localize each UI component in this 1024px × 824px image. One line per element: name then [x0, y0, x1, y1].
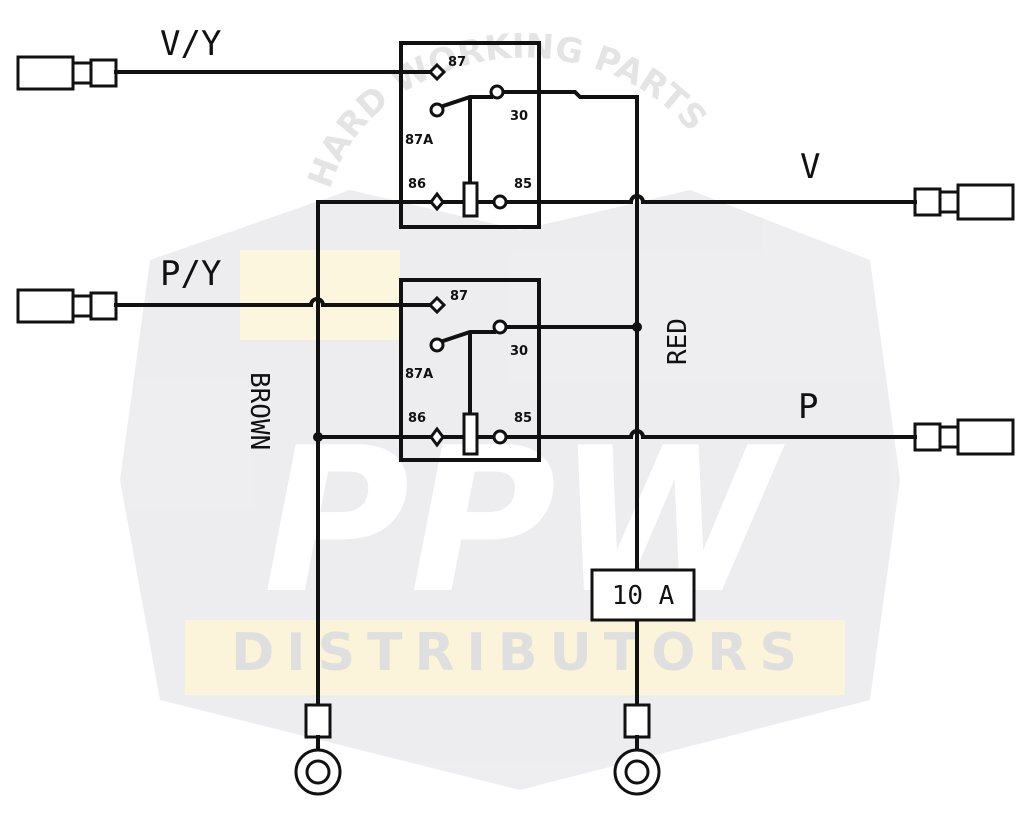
relay1-pin-87a: 87A: [405, 133, 433, 148]
wire-label-v: V: [800, 147, 820, 187]
relay2-pin-86: 86: [408, 411, 426, 426]
relay-1: 87 30 87A 86 85: [399, 41, 541, 229]
watermark-logo: PPW: [263, 405, 785, 638]
watermark-subtitle: DISTRIBUTORS: [231, 623, 809, 683]
watermark-arc-text: HARD WORKING PARTS: [300, 26, 714, 193]
wires: [114, 70, 917, 707]
wire-label-brown: BROWN: [244, 372, 274, 450]
relay1-pin-30: 30: [510, 109, 528, 124]
relay1-pin-86: 86: [408, 177, 426, 192]
watermark: DISTRIBUTORS PPW HARD WORKING PARTS: [120, 26, 900, 790]
relay2-pin-30: 30: [510, 344, 528, 359]
ground-terminal-brown: [294, 703, 342, 796]
wire-label-p: P: [798, 387, 818, 427]
connector-p: [913, 418, 1015, 456]
connector-py: [16, 288, 118, 324]
wire-label-py: P/Y: [160, 254, 221, 294]
connector-vy: [16, 55, 118, 91]
wire-label-red: RED: [663, 318, 693, 365]
relay2-pin-87a: 87A: [405, 367, 433, 382]
relay1-pin-87: 87: [448, 55, 466, 70]
wire-label-vy: V/Y: [160, 24, 221, 64]
fuse-10a: 10 A: [590, 568, 696, 622]
relay1-pin-85: 85: [514, 177, 532, 192]
relay2-pin-85: 85: [514, 411, 532, 426]
connector-v: [913, 183, 1015, 221]
relay-2: 87 30 87A 86 85: [399, 278, 541, 462]
relay2-pin-87: 87: [450, 289, 468, 304]
fuse-label: 10 A: [612, 581, 675, 611]
ground-terminal-red: [613, 703, 661, 796]
